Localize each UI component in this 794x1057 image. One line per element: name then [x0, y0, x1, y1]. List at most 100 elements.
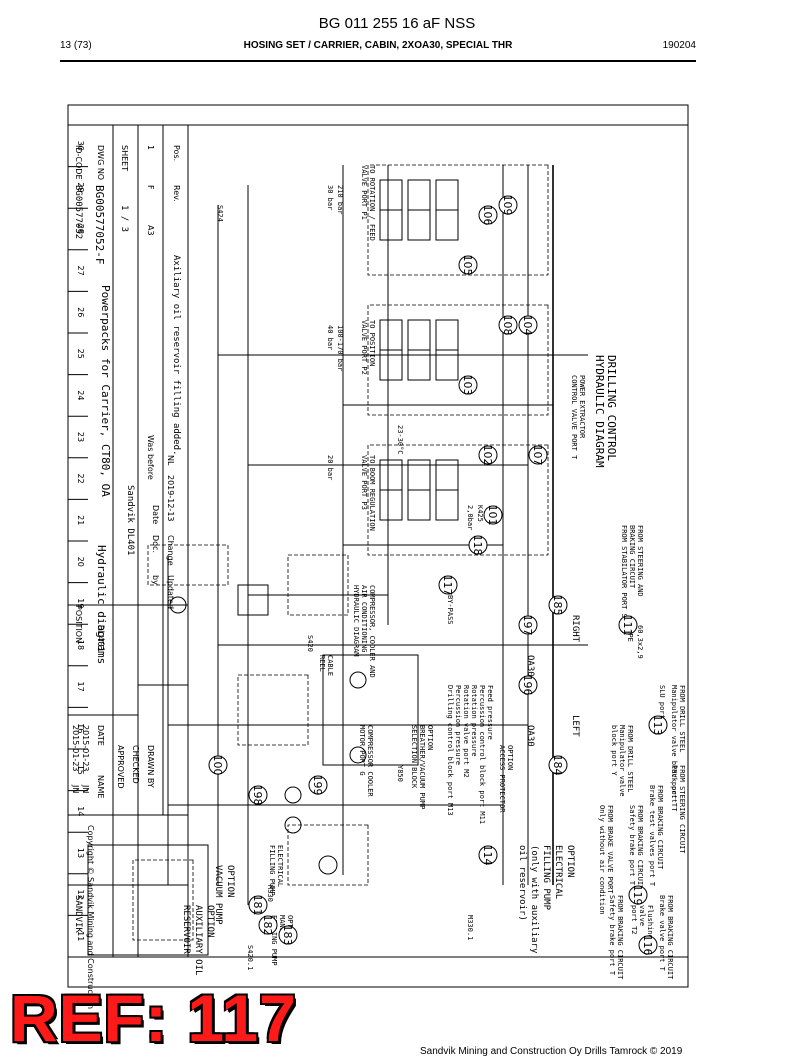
title-was-before: Was before [146, 435, 155, 480]
label-compressor-cooler-1: COMPRESSOR COOLER [366, 725, 374, 797]
label-power-extractor-2: CONTROL VALVE PORT T [570, 375, 578, 460]
label-steering-t-1: FROM STEERING CIRCUIT [678, 765, 686, 854]
label-compressor-air-3: HYDRAULIC DIAGRAM [352, 585, 360, 657]
title-sheet-label: SHEET [120, 145, 129, 171]
label-flushing-3: port T2 [630, 905, 638, 935]
drawing-frame [67, 104, 689, 988]
callout-number: 198 [251, 785, 264, 806]
label-braking-circ1-1: FROM BRAKING CIRCUIT [656, 785, 664, 870]
label-drill-steel-y-1: FROM DRILL STEEL [626, 725, 634, 792]
callout-102: 102 [478, 445, 498, 466]
label-aux-res-3: RESERVOIR [181, 905, 191, 954]
callout-number: 111 [621, 615, 634, 636]
valve-symbols [379, 179, 459, 521]
label-position-2: VALVE PORT P2 [360, 320, 368, 375]
callout-number: 108 [501, 315, 514, 336]
callout-116: 116 [638, 935, 658, 956]
label-access-protector: ACCESS PROTECTOR [498, 745, 506, 813]
label-aux-res-1: OPTION [205, 905, 215, 938]
label-elec-option-5: oil reservoir) [517, 845, 527, 921]
label-pressure-1: 210 bar [336, 185, 344, 215]
label-pressure-3: 100-170 bar [336, 325, 344, 371]
label-pipe-size: 60,3x2,9 [636, 625, 644, 659]
title-by-label: by [151, 575, 160, 585]
label-braking-x12-1: FROM BRAKING CIRCUIT [666, 895, 674, 980]
callout-107: 107 [528, 445, 548, 466]
label-drill-steel-y-2: Manipulator valve [618, 725, 626, 797]
callout-184: 184 [548, 755, 568, 776]
label-elec-option-3: FILLING PUMP [541, 845, 551, 911]
label-cable-reel-2: REEL [318, 655, 326, 672]
title-sheet: 1 / 3 [119, 205, 129, 232]
title-dwg-label: DWG NO [96, 145, 105, 180]
label-braking-x12-2: Brake valve port T [658, 895, 666, 972]
callout-number: 104 [521, 315, 534, 336]
callout-number: 106 [481, 205, 494, 226]
label-elec-filling-1: ELECTRICAL [276, 845, 284, 887]
label-elec-option-4: (only with auxiliary [529, 845, 539, 954]
label-perc-port: Percussion control block port M11 [478, 685, 486, 824]
label-vacuum-pump-1: OPTION [225, 865, 235, 898]
grid-number: 16 [76, 723, 85, 733]
title-position: POSITION [74, 605, 83, 643]
label-option: OPTION [506, 745, 514, 770]
label-bypass: BY-PASS [446, 595, 454, 625]
title-dwg-no: BG00577052-F [93, 185, 106, 264]
label-drilling-control: Drilling control block port M13 [446, 685, 454, 816]
callout-118: 118 [468, 535, 488, 556]
page-number: 13 (73) [60, 40, 92, 51]
label-elec-option-1: OPTION [565, 845, 575, 878]
title-subtitle: Powerpacks for Carrier, CT80, OA [99, 285, 112, 497]
callout-number: 185 [551, 595, 564, 616]
title-rev: F [146, 185, 155, 190]
callout-111: 111 [618, 615, 638, 636]
label-stabilator: FROM STABILATOR PORT S [620, 525, 628, 618]
callout-113: 113 [648, 715, 668, 736]
callout-number: 196 [521, 675, 534, 696]
label-feed-pressure: Feed pressure [486, 685, 494, 740]
grid-number: 23 [76, 432, 85, 442]
label-breather-3: SELECTION BLOCK [410, 725, 418, 789]
callout-number: 113 [651, 715, 664, 736]
callout-199: 199 [308, 775, 328, 796]
callout-117: 117 [438, 575, 458, 596]
label-drill-steel-1: FROM DRILL STEEL [678, 685, 686, 752]
title-sandvik: SANDVIK [73, 895, 83, 934]
label-brake-valve-2: Only without air condition [598, 805, 606, 915]
grid-number: 24 [76, 390, 85, 400]
header-date: 190204 [662, 40, 696, 51]
label-percussion-pressure: Percussion pressure [454, 685, 462, 765]
grid-number: 25 [76, 349, 85, 359]
header-row: 13 (73) HOSING SET / CARRIER, CABIN, 2XO… [60, 40, 696, 56]
callout-number: 117 [441, 575, 454, 596]
label-k425-val: 2,0bar [466, 505, 474, 530]
ref-stamp: REF: 117 [10, 981, 297, 1055]
label-braking-circ1-2: Brake test valves port T [648, 785, 656, 887]
label-rotation-feed-1: TO ROTATION / FEED [368, 165, 376, 241]
label-m330-1: M330.1 [466, 915, 474, 940]
title-date-label: Date [151, 505, 160, 524]
callout-196: 196 [518, 675, 538, 696]
title-id-label: ID-CODE [74, 145, 83, 180]
label-rotation-pressure: Rotation pressure [470, 685, 478, 757]
title-drawn-date: 2015-01-23 [81, 725, 90, 772]
callout-197: 197 [518, 615, 538, 636]
label-compressor-air-1: COMPRESSOR, COOLER AND [368, 585, 376, 678]
callout-182: 182 [258, 915, 278, 936]
grid-number: 21 [76, 515, 85, 525]
grid-number: 17 [76, 682, 85, 692]
label-rotation-feed-2: VALVE PORT P1 [360, 165, 368, 220]
label-oa30-left: OA30 [525, 725, 535, 747]
label-compressor-cooler-2: MOTOR PORT G [358, 725, 366, 776]
grid-number: 14 [76, 806, 85, 816]
callout-101: 101 [483, 505, 503, 526]
grid-number: 29 [76, 182, 85, 192]
callout-100: 100 [208, 755, 228, 776]
callout-181: 181 [248, 895, 268, 916]
grid-number: 12 [76, 890, 85, 900]
title-date-col: DATE [96, 725, 105, 746]
title-model: DL401 [95, 625, 105, 652]
label-vacuum-pump-2: VACUUM PUMP [213, 865, 223, 925]
title-change-by: NL [166, 455, 175, 466]
title-drawn-by: JN [81, 784, 90, 793]
